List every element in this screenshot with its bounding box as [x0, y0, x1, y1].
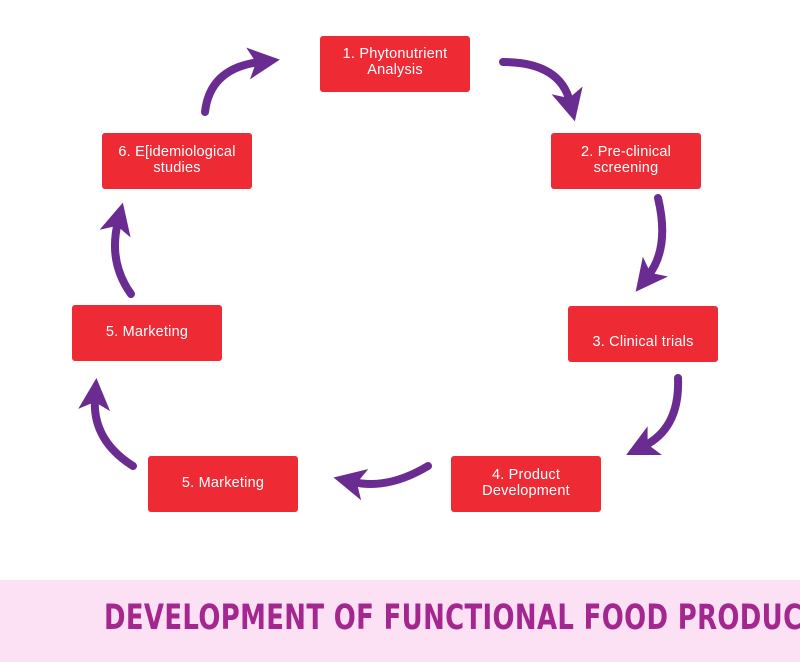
step-box-marketing-bottom: 5. Marketing	[148, 456, 298, 512]
page-title: DEVELOPMENT OF FUNCTIONAL FOOD PRODUCTS	[104, 598, 800, 638]
step-label: 2. Pre-clinical screening	[580, 144, 672, 176]
step-box-phytonutrient-analysis: 1. Phytonutrient Analysis	[320, 36, 470, 92]
step-box-marketing-left: 5. Marketing	[72, 305, 222, 361]
title-banner: DEVELOPMENT OF FUNCTIONAL FOOD PRODUCTS	[0, 580, 800, 662]
step-label: 5. Marketing	[105, 324, 189, 340]
step-box-product-development: 4. Product Development	[451, 456, 601, 512]
step-label: 4. Product Development	[482, 467, 570, 499]
arrow-4-to-5	[333, 462, 432, 501]
arrow-2-to-3	[635, 194, 668, 292]
arrow-5-to-5b	[78, 378, 137, 470]
step-label: 3. Clinical trials	[592, 334, 694, 350]
step-box-pre-clinical-screening: 2. Pre-clinical screening	[551, 133, 701, 189]
step-box-epidemiological-studies: 6. E[idemiological studies	[102, 133, 252, 189]
step-label: 6. E[idemiological studies	[118, 144, 236, 176]
arrow-6-to-1	[201, 47, 280, 116]
step-box-clinical-trials: 3. Clinical trials	[568, 306, 718, 362]
arrow-1-to-2	[499, 58, 583, 122]
arrow-3-to-4	[626, 374, 683, 455]
arrow-5b-to-6	[99, 202, 135, 298]
step-label: 5. Marketing	[181, 475, 265, 491]
step-label: 1. Phytonutrient Analysis	[342, 46, 448, 78]
